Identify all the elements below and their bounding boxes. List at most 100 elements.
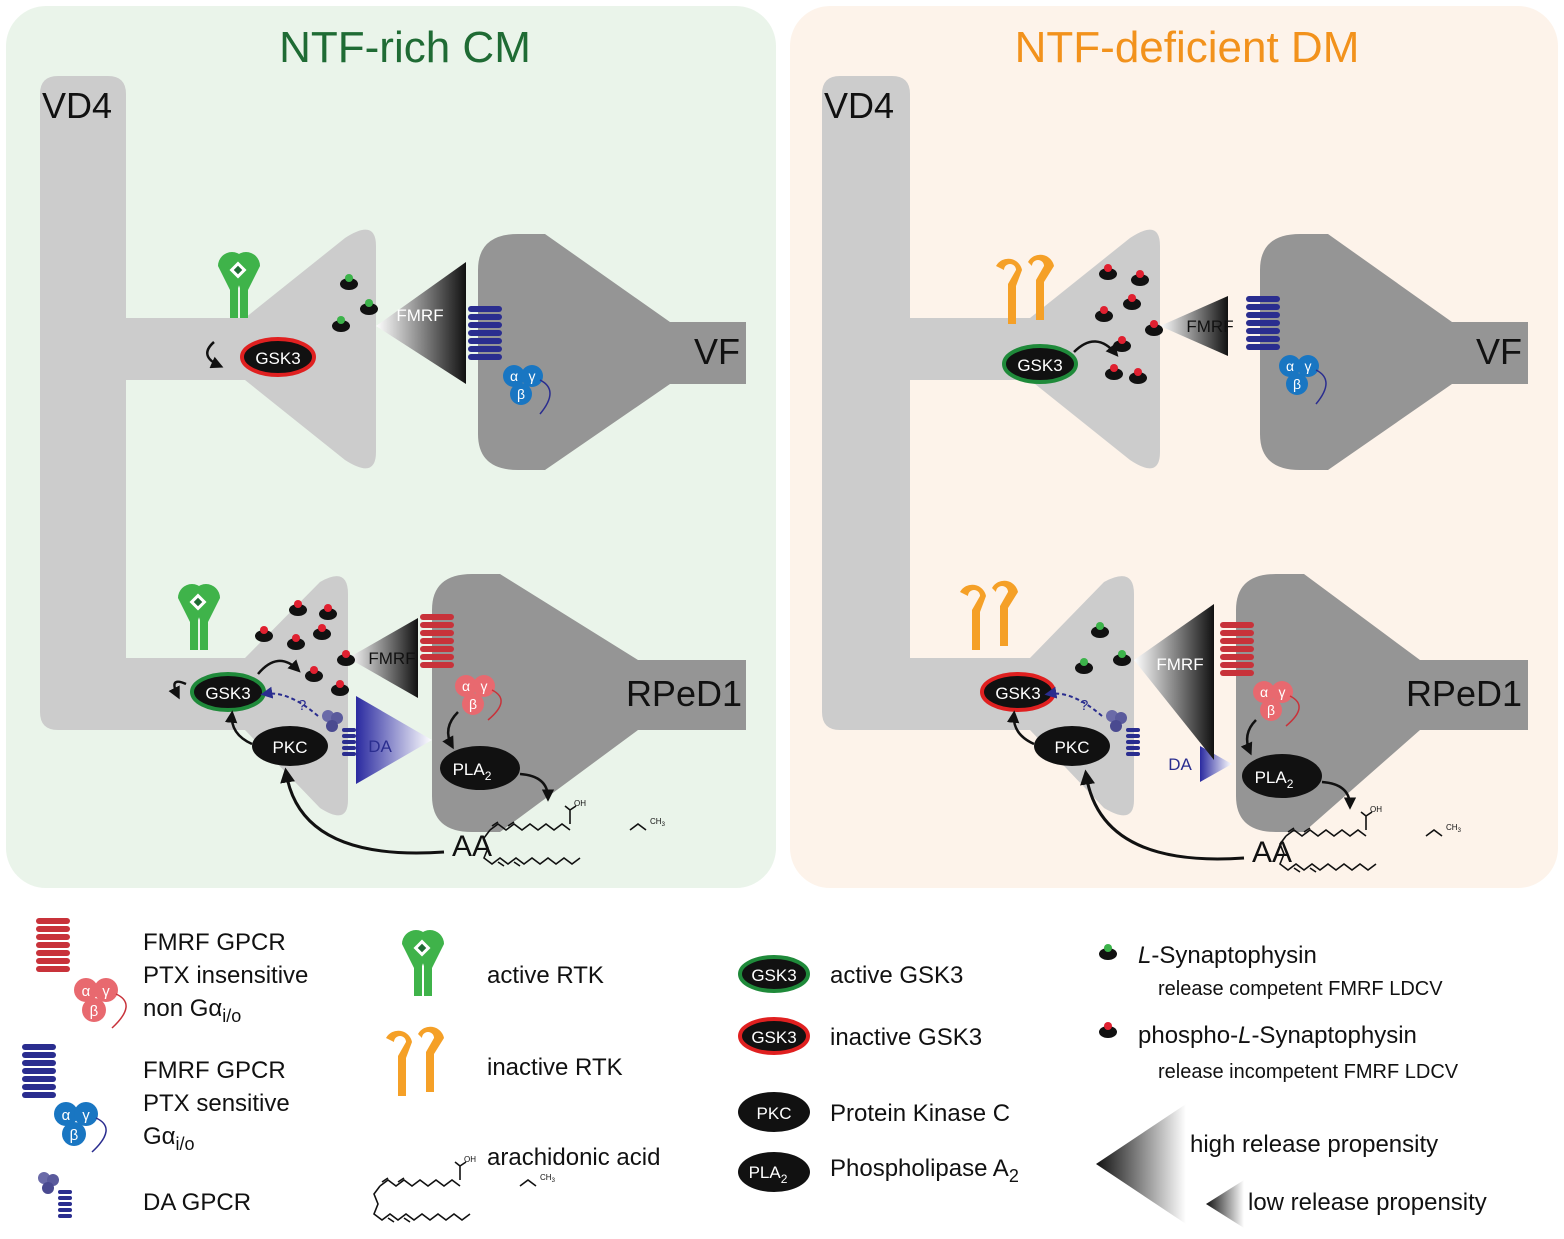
gsk3-inactive-top <box>240 337 316 377</box>
aa-label: AA <box>1252 836 1292 869</box>
pla2-label: PLA2 <box>453 760 492 783</box>
legend-plsyn-icon <box>1099 1022 1117 1038</box>
da-label: DA <box>368 737 392 756</box>
fmrf-gpcr-blue-top <box>468 306 502 360</box>
rped1-label: RPeD1 <box>1406 673 1522 714</box>
legend-low-release-icon <box>1206 1180 1244 1228</box>
rped1-label: RPeD1 <box>626 673 742 714</box>
legend-lsyn-icon <box>1099 944 1117 960</box>
gprotein-pla2-arrow <box>1240 719 1257 756</box>
legend-inactive-rtk: inactive RTK <box>487 1054 623 1081</box>
vf-label: VF <box>694 331 740 372</box>
fmrf-release-top-low <box>1160 296 1228 356</box>
gsk3-top-label: GSK3 <box>255 349 300 368</box>
vd4-label: VD4 <box>42 85 112 126</box>
svg-text:β: β <box>1267 702 1275 718</box>
svg-text:γ: γ <box>82 1107 90 1124</box>
aa-pkc-arrow <box>280 767 445 855</box>
gsk3-bottom-label: GSK3 <box>205 684 250 703</box>
svg-text:γ: γ <box>529 368 536 384</box>
aa-molecule: OH CH3 <box>1279 805 1462 873</box>
pla2-bottom <box>1242 754 1322 798</box>
legend-inactive-rtk-icon <box>386 1026 444 1096</box>
fmrf-gpcr-red-bottom <box>420 614 454 668</box>
gprotein-blue-top: α γ β <box>503 365 551 415</box>
legend-gpcr-blue-icon <box>22 1044 56 1098</box>
legend-arachidonic-acid: arachidonic acid <box>487 1144 660 1171</box>
fmrf-top-label: FMRF <box>396 306 443 325</box>
pla2-bottom <box>440 746 520 790</box>
svg-text:α: α <box>62 1107 71 1124</box>
svg-text:β: β <box>517 386 525 402</box>
vf-label: VF <box>1476 331 1522 372</box>
svg-text:β: β <box>90 1003 99 1020</box>
legend-high-release-icon <box>1096 1104 1186 1224</box>
svg-text:γ: γ <box>1279 684 1286 700</box>
legend-gsk3-inactive-icon <box>738 1017 810 1055</box>
legend-pla2-badge: PLA2 <box>749 1163 788 1186</box>
legend-gpcr-blue-line3: Gαi/o <box>143 1123 195 1154</box>
vd4-label: VD4 <box>824 85 894 126</box>
panel-left-title: NTF-rich CM <box>279 23 531 72</box>
svg-text:OH: OH <box>464 1155 476 1164</box>
fmrf-release-bottom-low <box>348 618 418 698</box>
gprotein-pla2-arrow <box>442 711 459 750</box>
gsk3-top-label: GSK3 <box>1017 356 1062 375</box>
legend-gpcr-red-line2: PTX insensitive <box>143 962 308 989</box>
svg-text:α: α <box>510 368 518 384</box>
vd4-neuron <box>40 76 376 816</box>
svg-text:α: α <box>82 983 91 1000</box>
fmrf-bottom-label: FMRF <box>368 649 415 668</box>
vf-neuron <box>478 234 746 470</box>
pkc-gsk3-arrow <box>1006 710 1035 746</box>
legend-gpcr-blue-line2: PTX sensitive <box>143 1090 290 1117</box>
vf-neuron <box>1260 234 1528 470</box>
legend-gsk3-badge: GSK3 <box>751 966 796 985</box>
svg-text:γ: γ <box>481 678 488 694</box>
legend-pkc-icon <box>738 1092 810 1132</box>
rtk-gsk3-arrow-top <box>206 341 224 369</box>
pla2-aa-arrow <box>1321 780 1357 810</box>
svg-text:γ: γ <box>102 983 110 1000</box>
rtk-gsk3-arrow-bottom <box>168 680 187 700</box>
aa-molecule: OH CH3 <box>483 799 666 867</box>
da-release <box>356 696 432 784</box>
legend-lsyn-desc: release competent FMRF LDCV <box>1158 978 1443 1000</box>
gprotein-red-bottom: α γ β <box>455 675 502 721</box>
da-release <box>1200 746 1232 782</box>
legend-pla2: Phospholipase A2 <box>830 1155 1019 1186</box>
svg-text:OH: OH <box>1370 805 1382 814</box>
fmrf-gpcr-blue-top <box>1246 296 1280 350</box>
aa-pkc-arrow <box>1080 769 1245 861</box>
legend-active-rtk-icon <box>402 930 444 996</box>
question-mark: ? <box>298 697 306 714</box>
svg-text:β: β <box>1293 376 1301 392</box>
gsk3-vesicle-arrow <box>1073 340 1119 357</box>
legend: α γ β FMRF GPCR PTX insensitive non Gαi/… <box>22 918 1487 1228</box>
svg-text:α: α <box>462 678 470 694</box>
svg-text:CH3: CH3 <box>540 1173 556 1184</box>
legend-aa-icon: OH CH3 <box>373 1155 556 1223</box>
legend-low-release: low release propensity <box>1248 1189 1487 1216</box>
legend-active-rtk: active RTK <box>487 962 604 989</box>
legend-pla2-icon <box>738 1152 810 1192</box>
pkc-bottom <box>1034 726 1110 766</box>
svg-text:OH: OH <box>574 799 586 808</box>
legend-pkc: Protein Kinase C <box>830 1100 1010 1127</box>
legend-gsk3-badge: GSK3 <box>751 1028 796 1047</box>
legend-lsyn: L-Synaptophysin <box>1138 942 1317 969</box>
question-mark: ? <box>1080 697 1088 714</box>
svg-text:γ: γ <box>1305 358 1312 374</box>
panel-left: NTF-rich CM VD4 VF RPeD1 FMRF α γ β GSK3 <box>6 6 776 888</box>
svg-text:α: α <box>1260 684 1268 700</box>
panel-right: NTF-deficient DM VD4 VF RPeD1 FMRF α γ β… <box>790 6 1558 888</box>
pkc-label: PKC <box>1055 738 1090 757</box>
legend-gsk3-active-icon <box>738 955 810 993</box>
pkc-bottom <box>252 726 328 766</box>
gsk3-vesicle-arrow <box>257 659 301 675</box>
legend-gpcr-red-line1: FMRF GPCR <box>143 929 286 956</box>
legend-gpcr-red-icon <box>36 918 70 972</box>
legend-gprotein-red-icon: α γ β <box>74 978 127 1029</box>
legend-da-gpcr: DA GPCR <box>143 1189 251 1216</box>
